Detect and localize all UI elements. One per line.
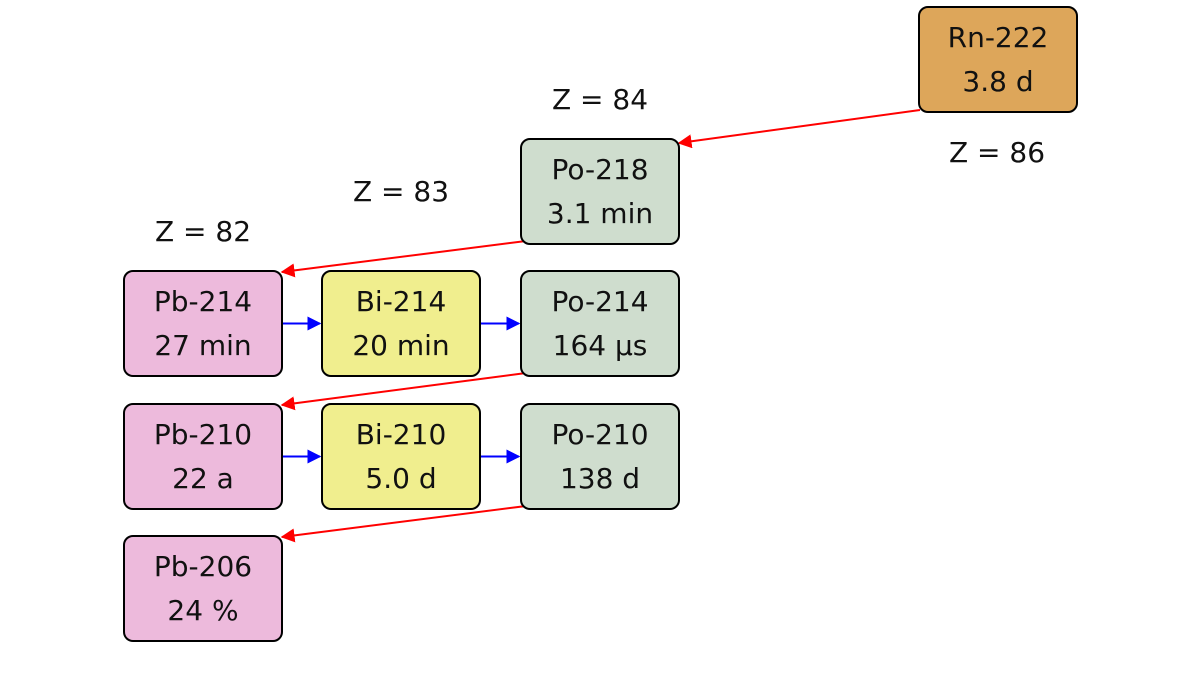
node-rn-222: Rn-222 3.8 d <box>918 6 1078 113</box>
z-label-82: Z = 82 <box>154 215 252 248</box>
half-life-label: 5.0 d <box>365 461 437 495</box>
percent-label: 24 % <box>167 593 239 627</box>
z-label-84: Z = 84 <box>551 83 649 116</box>
half-life-label: 138 d <box>559 461 641 495</box>
node-po-218: Po-218 3.1 min <box>520 138 680 245</box>
half-life-label: 164 µs <box>552 328 648 362</box>
node-po-214: Po-214 164 µs <box>520 270 680 377</box>
node-pb-214: Pb-214 27 min <box>123 270 283 377</box>
alpha-decay-arrow-po214-to-pb210 <box>280 372 527 411</box>
node-bi-214: Bi-214 20 min <box>321 270 481 377</box>
nuclide-label: Pb-214 <box>153 284 253 318</box>
node-bi-210: Bi-210 5.0 d <box>321 403 481 510</box>
half-life-label: 3.8 d <box>962 64 1034 98</box>
node-pb-206: Pb-206 24 % <box>123 535 283 642</box>
node-po-210: Po-210 138 d <box>520 403 680 510</box>
half-life-label: 27 min <box>154 328 252 362</box>
nuclide-label: Po-218 <box>551 152 649 186</box>
z-label-83: Z = 83 <box>352 175 450 208</box>
nuclide-label: Po-214 <box>551 284 649 318</box>
alpha-decay-arrow-po218-to-pb214 <box>280 240 527 278</box>
alpha-decay-arrow-po210-to-pb206 <box>280 505 527 543</box>
half-life-label: 20 min <box>352 328 450 362</box>
node-pb-210: Pb-210 22 a <box>123 403 283 510</box>
z-label-86: Z = 86 <box>948 136 1046 169</box>
nuclide-label: Pb-206 <box>153 549 253 583</box>
nuclide-label: Pb-210 <box>153 417 253 451</box>
half-life-label: 22 a <box>172 461 234 495</box>
nuclide-label: Bi-214 <box>355 284 447 318</box>
half-life-label: 3.1 min <box>546 196 654 230</box>
nuclide-label: Rn-222 <box>947 20 1049 54</box>
nuclide-label: Po-210 <box>551 417 649 451</box>
nuclide-label: Bi-210 <box>355 417 447 451</box>
alpha-decay-arrow-rn222-to-po218 <box>677 109 921 149</box>
